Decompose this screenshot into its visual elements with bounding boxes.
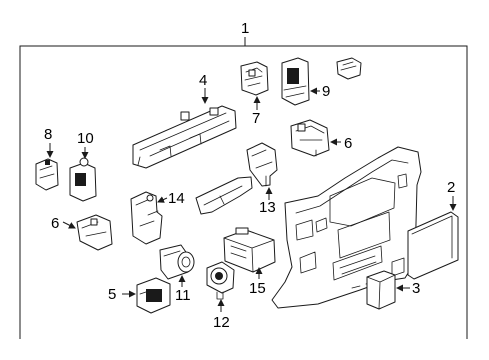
callout-6-upper: 6 [344, 135, 352, 152]
callout-14: 14 [168, 190, 185, 207]
instrument-panel [271, 146, 422, 309]
switch-part-12 [206, 261, 235, 300]
callout-4: 4 [199, 72, 207, 89]
bracket-part-6-upper [290, 119, 330, 157]
control-module-part-4 [132, 105, 237, 169]
module-part-15 [223, 227, 276, 273]
bracket-part-13 [246, 142, 278, 187]
switch-part-7 [240, 61, 269, 96]
callout-10: 10 [77, 130, 94, 147]
bracket-part-6-lower [76, 214, 113, 251]
bezel-part-5 [136, 277, 171, 314]
switch-part-9 [281, 57, 310, 106]
callout-15: 15 [249, 280, 266, 297]
bracket-part-14 [130, 191, 163, 245]
callout-11: 11 [175, 287, 191, 304]
callout-1: 1 [241, 20, 249, 37]
small-cover-part-3 [366, 270, 396, 310]
callout-2: 2 [447, 179, 455, 196]
switch-part-10 [69, 157, 97, 202]
socket-part-11 [159, 244, 195, 280]
assembly-frame [19, 37, 468, 339]
curved-bracket-part [195, 176, 253, 215]
callout-7: 7 [252, 110, 260, 127]
callout-13: 13 [259, 199, 276, 216]
callout-12: 12 [213, 314, 230, 331]
connector-part-8 [35, 158, 59, 191]
callout-5: 5 [108, 286, 116, 303]
callout-9: 9 [322, 83, 330, 100]
callout-3: 3 [412, 280, 420, 297]
callout-8: 8 [44, 126, 52, 143]
cover-panel-part-2 [407, 211, 459, 280]
clip-part [336, 57, 362, 80]
callout-6-lower: 6 [51, 215, 59, 232]
